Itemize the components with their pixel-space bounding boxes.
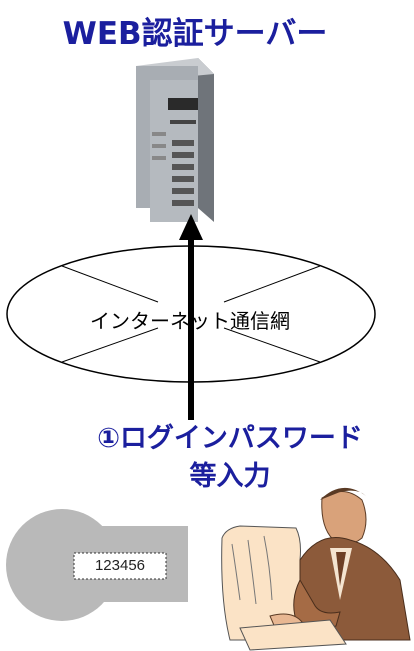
network-label: インターネット通信網 [90, 309, 290, 333]
step-line-2: 等入力 [189, 461, 271, 492]
arrow-up-icon [179, 214, 203, 420]
person-at-computer-icon [221, 487, 411, 651]
token-code: 123456 [94, 557, 146, 574]
step-instruction: ①ログインパスワード 等入力 [60, 420, 400, 496]
diagram-title: WEB認証サーバー [62, 16, 328, 52]
token-device-icon [6, 509, 188, 621]
server-icon [136, 58, 214, 222]
step-line-1: ①ログインパスワード [97, 423, 363, 454]
